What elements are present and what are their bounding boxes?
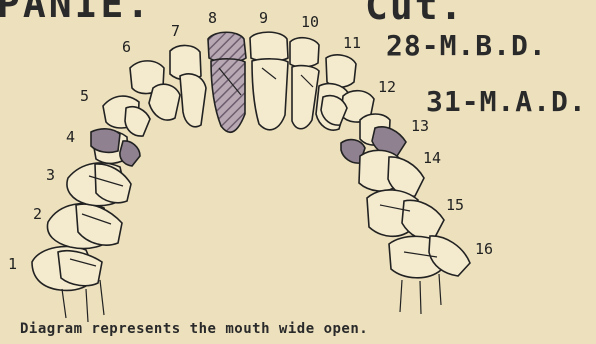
- tooth-number-12: 12: [378, 78, 396, 96]
- tooth-number-3: 3: [46, 166, 55, 184]
- tooth-number-16: 16: [475, 240, 493, 258]
- tooth-number-14: 14: [423, 149, 441, 167]
- tooth-number-1: 1: [8, 255, 17, 273]
- tooth-8: [208, 32, 246, 62]
- tooth-number-5: 5: [80, 87, 89, 105]
- tooth-15-outer: [402, 200, 444, 239]
- tooth-number-13: 13: [411, 117, 429, 135]
- tooth-number-11: 11: [343, 34, 361, 52]
- tooth-number-8: 8: [208, 9, 217, 27]
- tooth-7-root: [180, 74, 206, 127]
- tooth-chart: [32, 32, 470, 322]
- tooth-10-root: [292, 66, 319, 129]
- tooth-number-10: 10: [301, 13, 319, 31]
- tooth-10: [290, 38, 319, 67]
- tooth-5-inner: [125, 107, 150, 136]
- tooth-11: [326, 55, 356, 87]
- tooth-1-inner: [58, 251, 102, 286]
- tooth-6-root: [149, 84, 180, 120]
- tooth-number-15: 15: [446, 196, 464, 214]
- tooth-number-6: 6: [122, 38, 131, 56]
- tooth-number-4: 4: [66, 128, 75, 146]
- tooth-8-root: [211, 59, 245, 132]
- tooth-9: [250, 32, 288, 61]
- tooth-number-9: 9: [259, 9, 268, 27]
- diagram-caption: Diagram represents the mouth wide open.: [20, 322, 368, 336]
- tooth-9-root: [252, 59, 288, 130]
- tooth-number-2: 2: [33, 205, 42, 223]
- tooth-4-shaded: [91, 129, 120, 153]
- tooth-4-decay: [120, 141, 140, 166]
- tooth-number-7: 7: [171, 22, 180, 40]
